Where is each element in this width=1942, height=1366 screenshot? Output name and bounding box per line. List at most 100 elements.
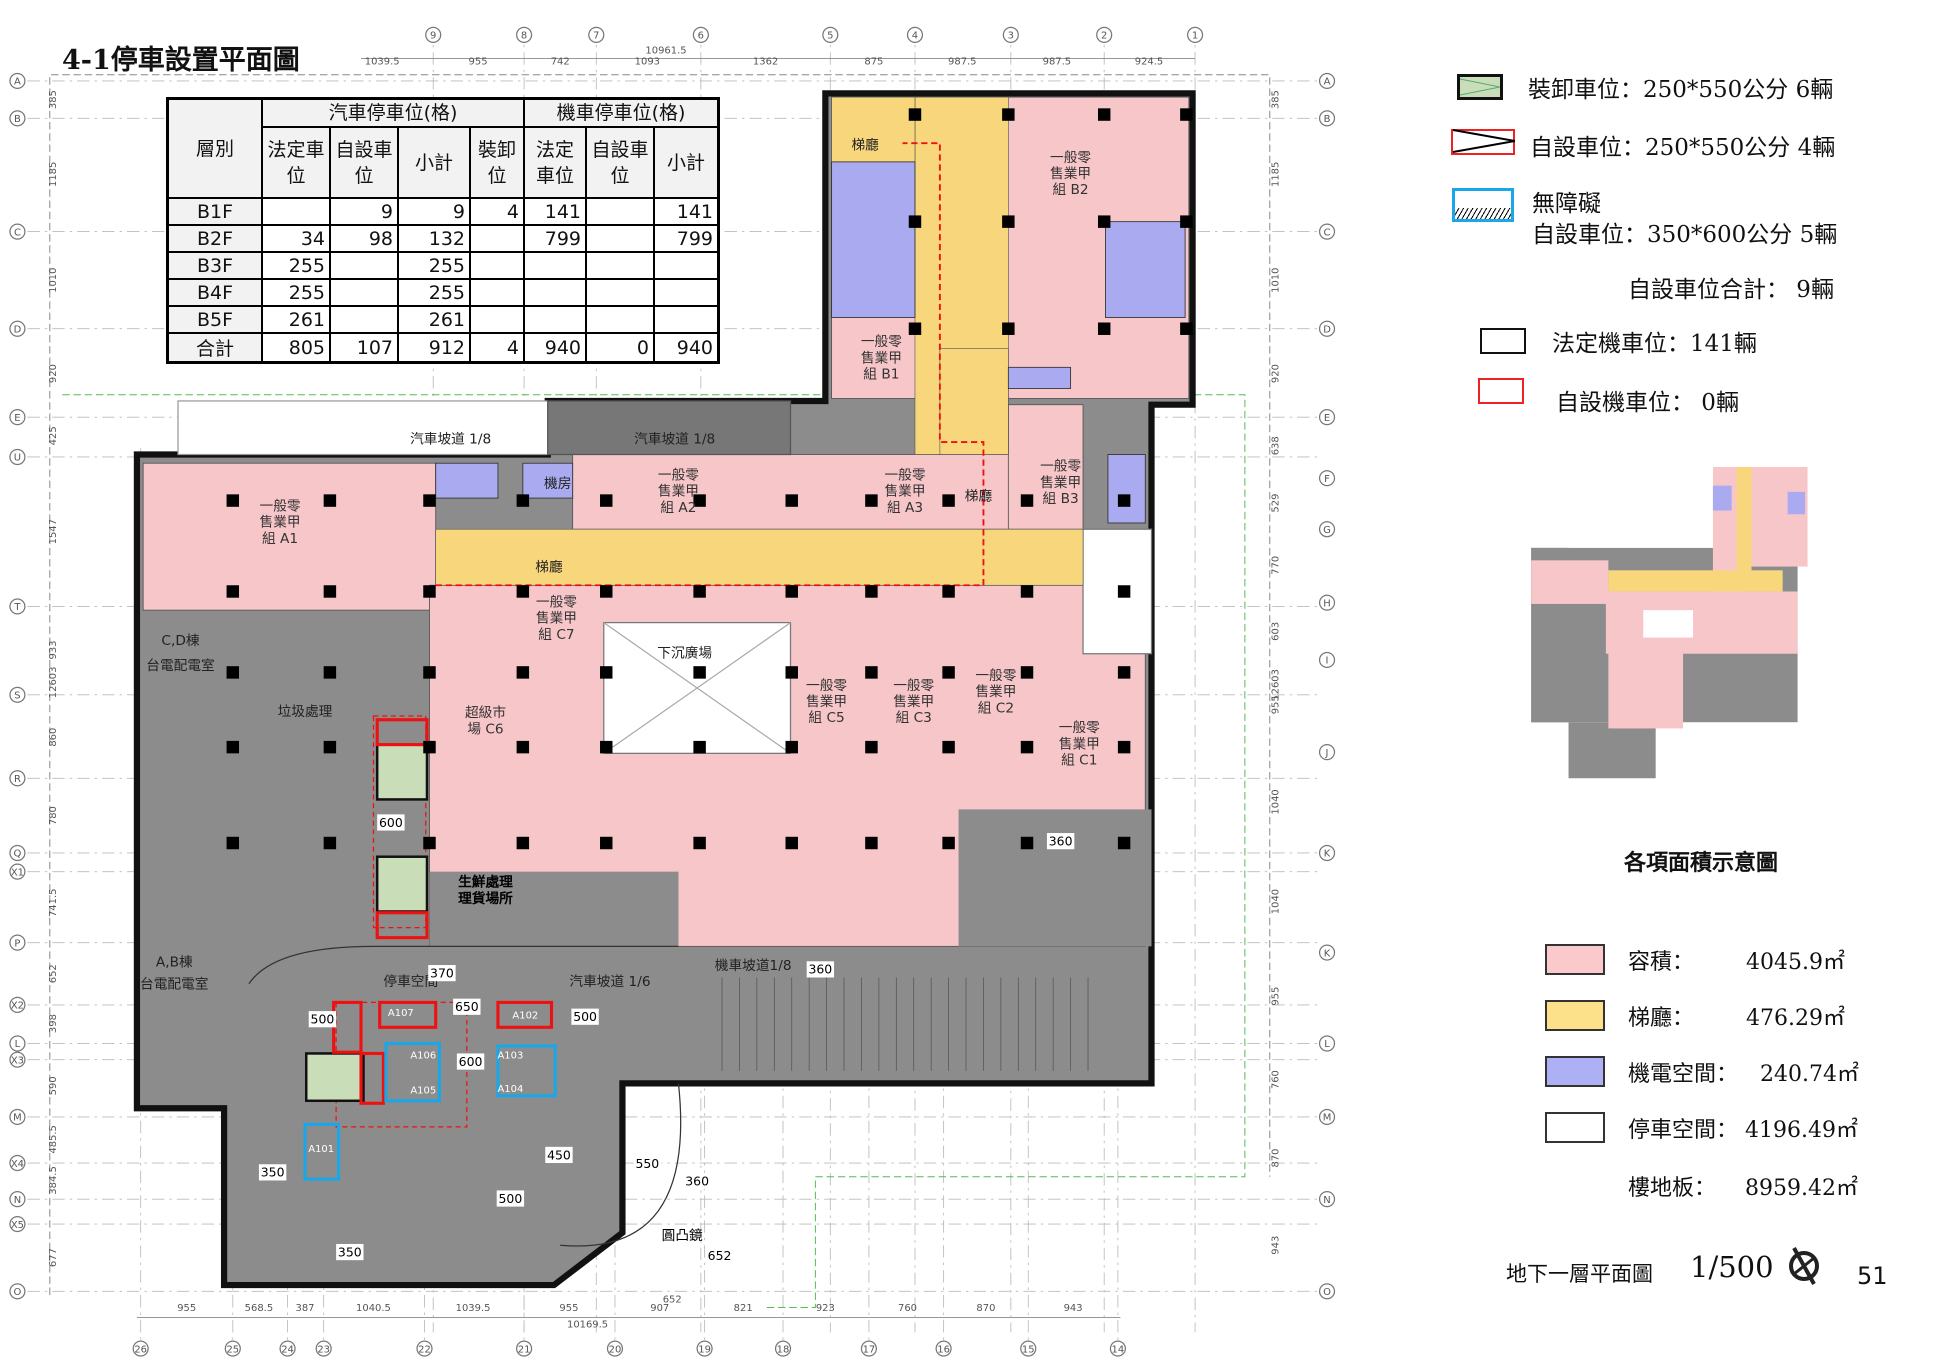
column [693, 666, 706, 679]
column [1020, 666, 1034, 679]
dimension-tag [705, 1247, 734, 1264]
dimension-tag [428, 965, 456, 982]
grid-bubble [774, 1340, 792, 1357]
stall-id: A104 [497, 1084, 523, 1095]
count-cell: 255 [397, 278, 471, 307]
grid-label: 26 [134, 1344, 147, 1355]
grid-bubble [9, 770, 26, 787]
grid-bubble [1109, 1340, 1126, 1357]
area-swatch [1545, 1056, 1605, 1087]
room-label: 一般零 [884, 467, 925, 483]
ramp-car-2 [547, 400, 792, 456]
column [423, 494, 436, 507]
dimension-label: 920 [48, 364, 59, 383]
dimension-label: 12603 [1270, 669, 1281, 701]
dimension-label: 1185 [1270, 162, 1281, 187]
grid-bubble [1318, 651, 1336, 669]
room-label: 組 B1 [863, 367, 899, 383]
dimension-label: 770 [1270, 556, 1281, 575]
column-header: 自設車位 [329, 126, 399, 199]
grid-bubble [9, 223, 26, 240]
count-cell [523, 305, 587, 334]
grid-bubble [9, 598, 26, 615]
stall-id: A106 [410, 1050, 436, 1061]
grid-label: 4 [912, 31, 918, 42]
plan-label: 生鮮處理 [458, 874, 513, 891]
area-swatch [1545, 944, 1605, 975]
count-cell [469, 305, 525, 334]
column [1020, 740, 1034, 754]
grid-label: 16 [937, 1344, 950, 1355]
grid-label: G [1323, 525, 1331, 536]
dimension-tag [308, 1011, 337, 1028]
dimension-label: 1039.5 [365, 57, 400, 68]
room-label: 組 B2 [1053, 182, 1089, 198]
loading-route [372, 715, 427, 929]
column [693, 836, 706, 850]
grid-bubble [9, 1051, 26, 1068]
dimension-label: 920 [1270, 364, 1281, 383]
column [942, 740, 955, 754]
column-header: 法定車位 [523, 126, 587, 199]
room-label: 組 C1 [1061, 753, 1097, 769]
room-label: 一般零 [806, 678, 847, 694]
count-cell: 141 [653, 197, 720, 226]
grid-label: 8 [521, 31, 527, 42]
room-label: 售業甲 [1050, 166, 1091, 182]
accessible-stall [303, 1122, 341, 1181]
grid-bubble [9, 844, 26, 862]
floor-area-zone [1007, 404, 1084, 530]
dimension-label: 387 [295, 1303, 314, 1314]
dimension-tag [571, 1008, 599, 1025]
count-cell: 34 [261, 224, 331, 253]
grid-label: R [14, 774, 21, 785]
grid-label: 19 [698, 1344, 711, 1355]
dimension-label: 943 [1270, 1236, 1281, 1255]
count-cell: 107 [329, 332, 399, 364]
column [942, 494, 955, 507]
grid-bubble [9, 1108, 26, 1126]
grid-bubble [860, 1340, 878, 1357]
grid-label: E [14, 413, 20, 424]
dimension-label: 350 [338, 1244, 362, 1259]
dimension-label: 923 [816, 1303, 835, 1314]
dimension-label: 10961.5 [645, 46, 686, 57]
room-label: 售業甲 [806, 694, 847, 710]
dimension-label: 500 [499, 1191, 523, 1206]
area-label: 機電空間： [1628, 1062, 1739, 1087]
column-header: 裝卸位 [469, 126, 525, 199]
column [516, 740, 530, 754]
loading-stall [304, 1052, 365, 1103]
grid-bubble [1318, 223, 1336, 240]
room-label: 一般零 [975, 668, 1016, 684]
column-header: 小計 [653, 126, 720, 199]
plan-label: 汽車坡道 1/8 [634, 431, 715, 447]
column [693, 494, 706, 507]
dimension-label: 1039.5 [456, 1303, 491, 1314]
self-stall [496, 1000, 554, 1029]
grid-label: N [1323, 1195, 1330, 1206]
floor-area-zone [142, 462, 437, 611]
column [323, 494, 337, 507]
dimension-label: 590 [48, 1076, 59, 1095]
grid-label: 24 [281, 1344, 294, 1355]
void-cross [603, 622, 791, 754]
count-cell: 805 [261, 332, 331, 364]
room-label: 售業甲 [658, 484, 699, 500]
dimension-label: 955 [177, 1303, 196, 1314]
grid-label: 9 [430, 31, 436, 42]
column [865, 666, 878, 679]
dimension-label: 10169.5 [567, 1319, 608, 1330]
column [908, 322, 922, 335]
legend-self-stall: 自設車位：250*550公分 4輛 [1530, 135, 1836, 161]
dimension-label: 12603 [48, 667, 59, 699]
stall-id: A103 [497, 1050, 523, 1061]
legend-loading: 裝卸車位：250*550公分 6輛 [1528, 77, 1834, 103]
dimension-tag [258, 1164, 287, 1181]
area-value: 240.74㎡ [1760, 1062, 1859, 1087]
column [1180, 215, 1193, 228]
dimension-label: 860 [48, 728, 59, 747]
column [423, 740, 436, 754]
loading-stall-swatch [1457, 74, 1503, 100]
